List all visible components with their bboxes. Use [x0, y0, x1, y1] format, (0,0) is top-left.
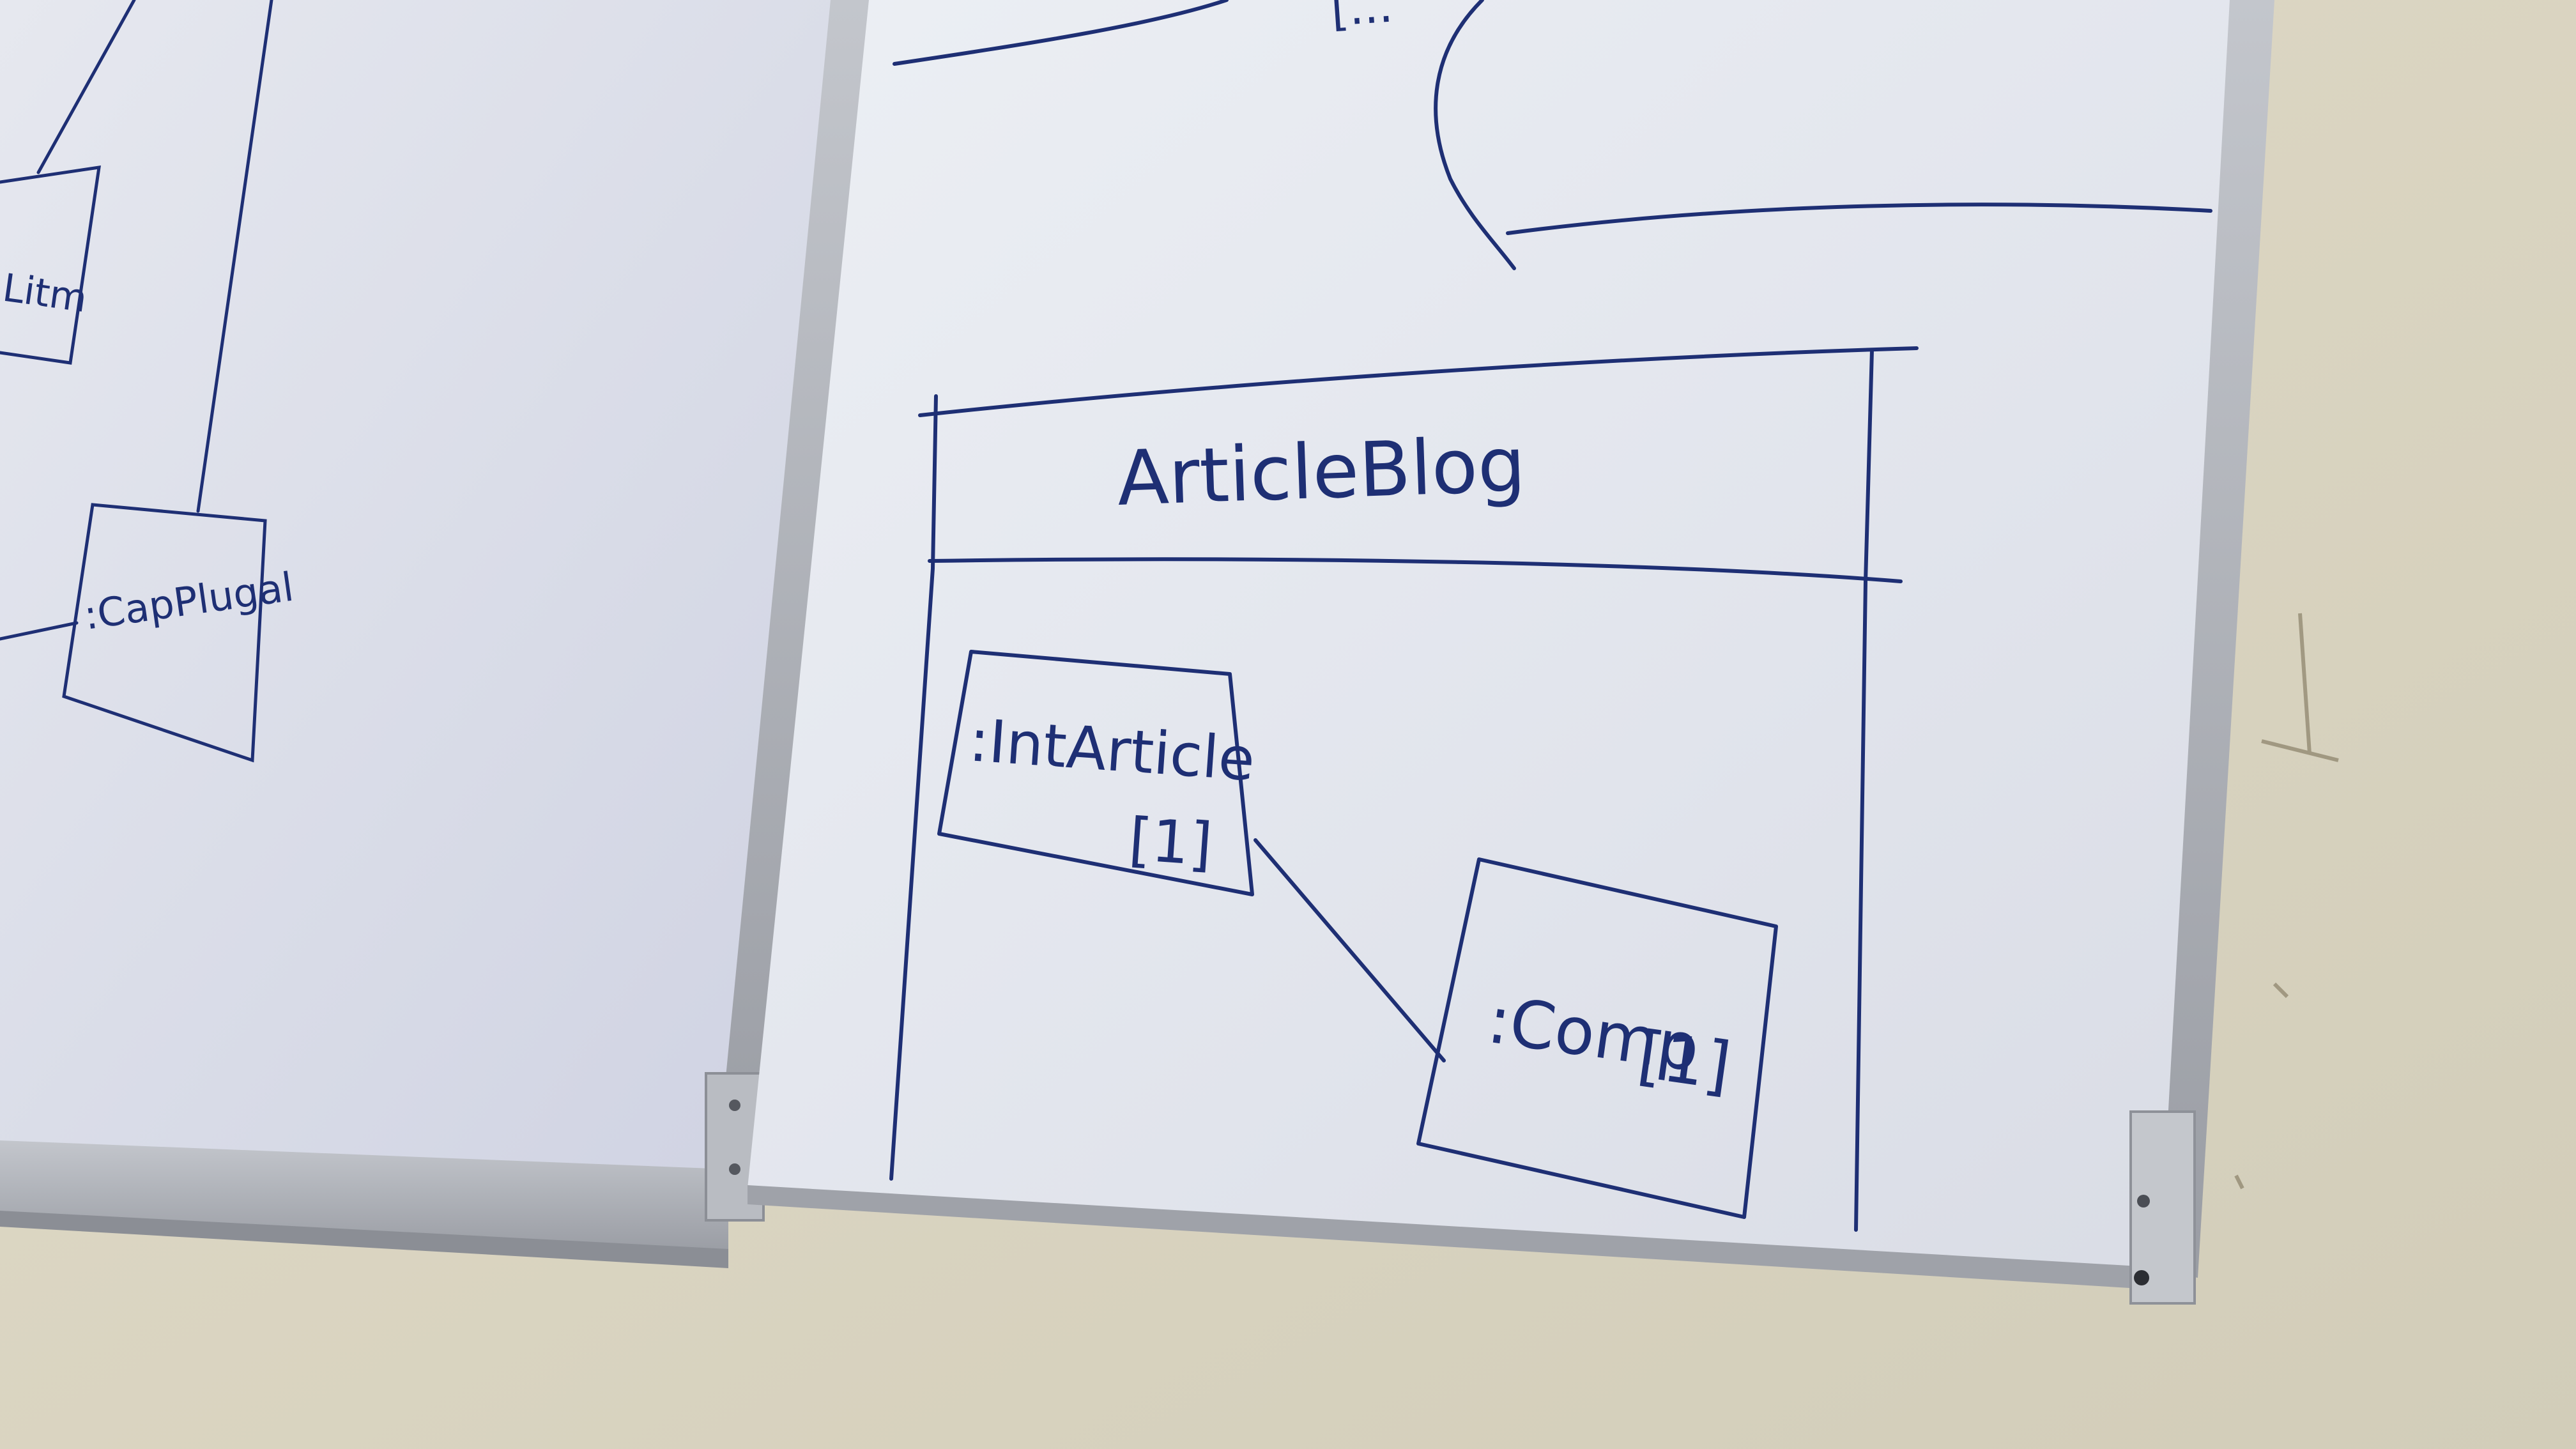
part-two-multiplicity: [1]	[1634, 1017, 1736, 1105]
whiteboard-left	[0, 0, 875, 1268]
whiteboard-right	[747, 0, 2274, 1305]
right-top-partial-label: [...	[1329, 0, 1394, 36]
component-title: ArticleBlog	[1116, 420, 1527, 523]
right-board-drawing	[889, 0, 2212, 1232]
left-board-drawing	[0, 0, 273, 763]
part-one-multiplicity: [1]	[1126, 805, 1214, 879]
wall-marks	[2234, 613, 2339, 1190]
